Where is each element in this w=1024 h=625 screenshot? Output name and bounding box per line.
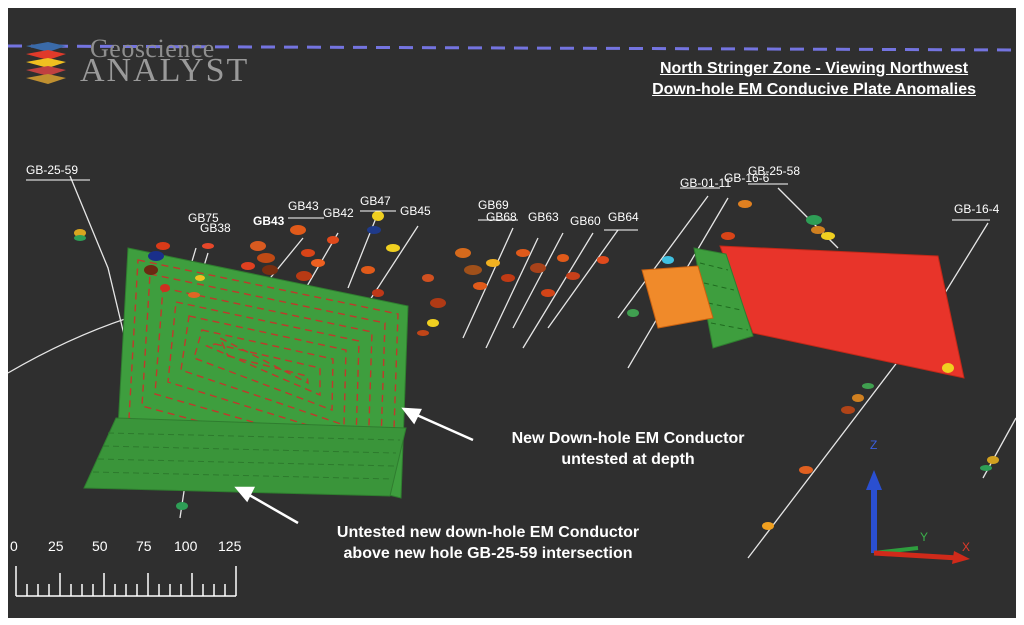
hole-label[interactable]: GB69 [478,198,509,212]
callout-untested-line1: Untested new down-hole EM Conductor [336,524,640,541]
hole-label[interactable]: GB60 [570,214,601,228]
app-logo-line2: ANALYST [80,52,250,89]
label-leader-lines [26,179,990,231]
logo-icon [26,42,66,84]
hole-label[interactable]: GB-16-4 [954,202,1000,216]
hole-label[interactable]: GB68 [486,210,517,224]
callout-new-conductor: New Down-hole EM Conductor untested at d… [478,428,778,470]
callout-new-conductor-line1: New Down-hole EM Conductor [511,430,745,447]
scale-label: 25 [48,538,64,554]
scale-label: 50 [92,538,108,554]
hole-label[interactable]: GB45 [400,204,431,218]
callout-arrows [234,407,474,525]
hole-label[interactable]: GB42 [323,206,354,220]
scale-label: 0 [10,538,18,554]
scale-label: 100 [174,538,198,554]
callout-new-conductor-line2: untested at depth [561,451,695,468]
scale-label: 125 [218,538,242,554]
axis-x-label: X [962,540,971,554]
scene-canvas[interactable] [8,8,1016,618]
view-title-line1: North Stringer Zone - Viewing Northwest [659,60,969,77]
scale-bar [15,566,237,597]
3d-viewport[interactable]: Geoscience ANALYST North Stringer Zone -… [8,8,1016,618]
red-conductor-plate[interactable] [641,245,965,379]
hole-label[interactable]: GB-01-11 [680,176,732,190]
hole-label[interactable]: GB38 [200,221,231,235]
hole-label[interactable]: GB63 [528,210,559,224]
hole-label[interactable]: GB-25-59 [26,163,79,177]
hole-label[interactable]: GB64 [608,210,639,224]
view-title-line2: Down-hole EM Conducive Plate Anomalies [652,81,976,98]
scale-label: 75 [136,538,152,554]
hole-label[interactable]: GB75 [188,211,219,225]
hole-label[interactable]: GB43 [253,214,285,228]
hole-label[interactable]: GB43 [288,199,319,213]
axis-z-label: Z [870,438,878,452]
em-marker-group [74,200,999,530]
hole-label[interactable]: GB-16-6 [724,171,770,185]
axis-triad [866,470,970,564]
app-logo-line1: Geoscience [90,34,215,63]
callout-untested-line2: above new hole GB-25-59 intersection [343,545,633,562]
lower-green-conductor[interactable] [83,417,407,497]
hole-label[interactable]: GB-25-58 [748,164,801,178]
callout-untested-conductor: Untested new down-hole EM Conductor abov… [288,522,688,564]
hole-label[interactable]: GB47 [360,194,391,208]
view-title: North Stringer Zone - Viewing Northwest … [652,58,976,100]
boundary-dashed-line [8,44,1016,52]
axis-y-label: Y [920,530,929,544]
